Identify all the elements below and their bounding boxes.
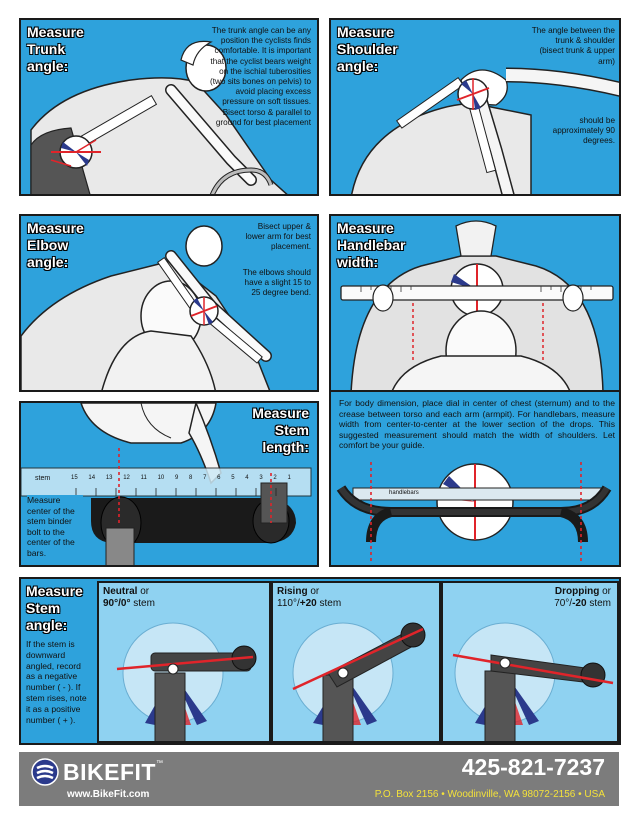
ruler-number: 3: [259, 475, 263, 481]
shoulder-angle-panel: Measure Shoulder angle: The angle betwee…: [329, 18, 621, 196]
shoulder-panel-title: Measure Shoulder angle:: [337, 24, 398, 75]
trunk-panel-title: Measure Trunk angle:: [27, 24, 84, 75]
title-line-measure: Measure: [27, 24, 84, 40]
dropping-label-or: or: [599, 586, 611, 597]
elbow-panel-text-bottom: The elbows should have a slight 15 to 25…: [242, 268, 311, 298]
elbow-angle-panel: Measure Elbow angle: Bisect upper & lowe…: [19, 214, 319, 392]
neutral-label-name: Neutral: [103, 586, 138, 597]
ruler-number: 10: [157, 475, 165, 481]
title-line-trunk: Trunk: [27, 41, 66, 57]
handlebar-width-panel: Measure Handlebar width:: [329, 214, 621, 392]
rising-label-name: Rising: [277, 586, 308, 597]
phone-number: 425-821-7237: [461, 754, 605, 780]
title-line-width: width:: [337, 254, 379, 270]
brand-trademark: ™: [155, 760, 163, 767]
stem-length-illustration: [21, 403, 312, 565]
ruler-number: 12: [123, 475, 130, 481]
shoulder-illustration: [351, 67, 619, 194]
handlebar-detail-panel: For body dimension, place dial in center…: [329, 392, 621, 567]
handlebar-ruler-label: handlebars: [389, 490, 419, 496]
elbow-panel-text-top: Bisect upper & lower arm for best placem…: [245, 222, 311, 252]
title-line-shoulder: Shoulder: [337, 41, 398, 57]
neutral-label: Neutral or 90°/0° stem: [103, 586, 155, 610]
stem-length-panel: Measure Stem length: stem 15 14 13 12 11…: [19, 401, 319, 567]
stem-ruler-numbers: 15 14 13 12 11 10 9 8 7 6 5 4 3 2 1: [71, 475, 291, 481]
neutral-label-angle: 90°/0°: [103, 598, 131, 609]
rising-label-or: or: [307, 586, 320, 597]
neutral-label-stem: stem: [130, 598, 155, 609]
title-line-angle: angle:: [26, 617, 68, 633]
ruler-number: 15: [71, 475, 78, 481]
neutral-label-or: or: [137, 586, 150, 597]
footer-bar: BIKEFIT ™ www.BikeFit.com 425-821-7237 P…: [19, 752, 619, 806]
title-line-measure: Measure: [337, 220, 394, 236]
ruler-number: 1: [287, 475, 291, 481]
dropping-label-name: Dropping: [554, 586, 600, 597]
ruler-number: 5: [231, 475, 235, 481]
stem-angle-panel-text: If the stem is downward angled, record a…: [26, 639, 87, 725]
trunk-angle-panel: Measure Trunk angle: The trunk angle can…: [19, 18, 319, 196]
handlebar-panel-title: Measure Handlebar width:: [337, 220, 405, 271]
ruler-number: 8: [189, 475, 193, 481]
website-link[interactable]: www.BikeFit.com: [67, 789, 150, 800]
shoulder-panel-text-bottom: should be approximately 90 degrees.: [552, 116, 615, 146]
rising-label-offset: +20: [299, 598, 317, 609]
ruler-number: 2: [273, 475, 277, 481]
bikefit-logo: BIKEFIT ™: [31, 758, 163, 786]
ruler-number: 4: [245, 475, 249, 481]
dropping-stem-illustration: [452, 622, 614, 741]
title-line-measure: Measure: [27, 220, 84, 236]
mailing-address: P.O. Box 2156 • Woodinville, WA 98072-21…: [374, 789, 605, 800]
ruler-number: 11: [140, 475, 147, 481]
trunk-illustration: [30, 40, 288, 194]
rising-stem-illustration: [292, 622, 426, 741]
dropping-stem-panel: Dropping or 70°/-20 stem: [441, 581, 619, 743]
dropping-label-stem: stem: [586, 598, 611, 609]
title-line-angle: angle:: [27, 58, 69, 74]
elbow-panel-title: Measure Elbow angle:: [27, 220, 84, 271]
stem-ruler-label: stem: [35, 475, 51, 482]
title-line-elbow: Elbow: [27, 237, 69, 253]
title-line-handlebar: Handlebar: [337, 237, 406, 253]
dropping-label-angle: 70°/: [554, 598, 573, 609]
shoulder-panel-text-top: The angle between the trunk & shoulder (…: [531, 26, 615, 66]
ruler-number: 13: [105, 475, 113, 481]
handlebar-panel-text: For body dimension, place dial in center…: [339, 398, 615, 451]
title-line-stem: Stem: [274, 422, 309, 438]
stem-angle-panel-title: Measure Stem angle:: [26, 583, 83, 634]
rising-label: Rising or 110°/+20 stem: [277, 586, 341, 610]
title-line-length: length:: [262, 439, 309, 455]
title-line-measure: Measure: [337, 24, 394, 40]
title-line-angle: angle:: [27, 254, 69, 270]
rising-label-angle: 110°/: [277, 598, 300, 609]
rising-stem-panel: Rising or 110°/+20 stem: [271, 581, 441, 743]
title-line-measure: Measure: [252, 405, 309, 421]
rising-label-stem: stem: [316, 598, 342, 609]
handlebar-illustration: [340, 220, 614, 390]
ruler-number: 6: [217, 475, 221, 481]
neutral-stem-illustration: [116, 622, 257, 741]
stem-length-panel-text: Measure center of the stem binder bolt t…: [27, 495, 83, 559]
trunk-panel-text: The trunk angle can be any position the …: [209, 26, 311, 127]
title-line-stem: Stem: [26, 600, 61, 616]
ruler-number: 9: [174, 475, 179, 481]
ruler-number: 7: [203, 475, 207, 481]
handlebar-dial-illustration: [336, 462, 612, 562]
stem-angle-panel: Measure Stem angle: If the stem is downw…: [19, 577, 621, 745]
title-line-angle: angle:: [337, 58, 379, 74]
bikefit-logo-icon: [31, 758, 59, 786]
dropping-label: Dropping or 70°/-20 stem: [554, 586, 611, 610]
neutral-stem-panel: Neutral or 90°/0° stem: [97, 581, 271, 743]
brand-name: BIKEFIT: [63, 758, 156, 785]
title-line-measure: Measure: [26, 583, 83, 599]
elbow-illustration: [21, 225, 272, 390]
dropping-label-offset: -20: [572, 598, 587, 609]
ruler-number: 14: [88, 475, 96, 481]
stem-length-panel-title: Measure Stem length:: [252, 405, 309, 456]
